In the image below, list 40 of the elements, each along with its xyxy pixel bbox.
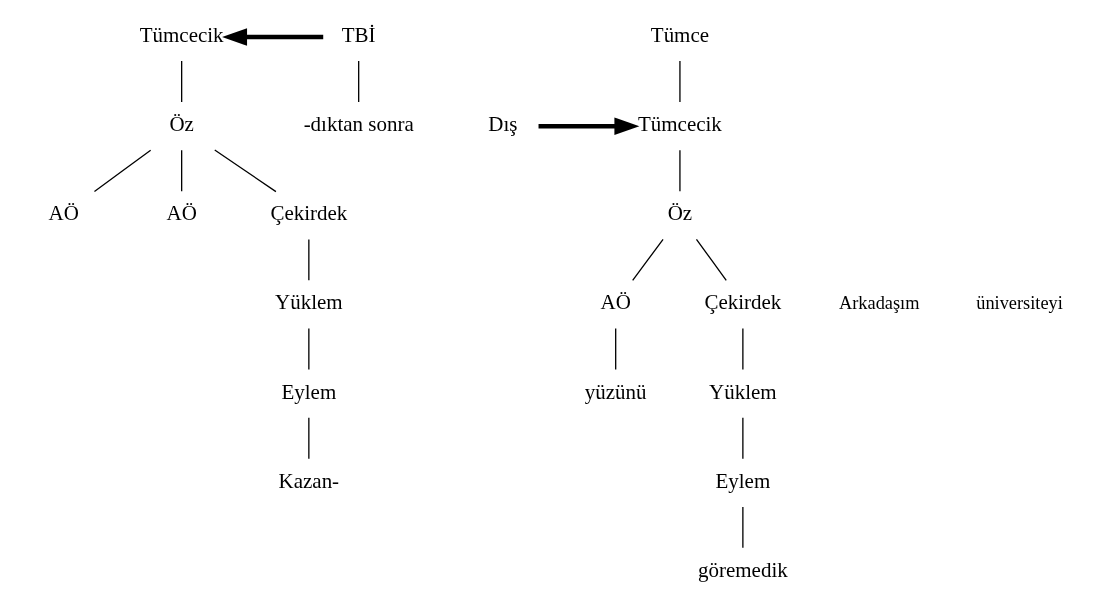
node-text: Yüklem	[708, 379, 777, 404]
node-text: göremedik	[697, 557, 788, 582]
node-text: -dıktan sonra	[303, 112, 414, 137]
label: üniversiteyi	[975, 293, 1063, 314]
node-text: TBİ	[341, 22, 376, 47]
connector	[741, 506, 744, 549]
node-text: AÖ	[48, 201, 79, 226]
connector	[307, 417, 309, 460]
connector	[213, 149, 277, 193]
connector	[741, 327, 744, 371]
connector	[93, 149, 151, 193]
node-text: Öz	[168, 112, 194, 137]
node-text: Çekirdek	[703, 290, 781, 315]
connector	[631, 238, 664, 281]
node-text: Öz	[667, 201, 692, 226]
connector	[180, 149, 182, 192]
node-text: Eylem	[280, 379, 336, 404]
connector	[180, 60, 182, 103]
node-text: AÖ	[600, 290, 631, 315]
arrow	[221, 28, 323, 46]
connector	[695, 238, 727, 281]
connector	[678, 149, 681, 192]
node-text: yüzünü	[584, 379, 647, 404]
node-text: Yüklem	[274, 290, 343, 315]
node-text: Tümcecik	[139, 22, 224, 47]
node-text: Tümce	[650, 22, 709, 47]
connector	[357, 60, 359, 103]
connector	[614, 327, 616, 371]
arrow	[538, 117, 639, 135]
node-text: Eylem	[715, 468, 770, 493]
node-text: Tümcecik	[637, 112, 722, 137]
node-text: Dış	[487, 112, 517, 137]
label: Arkadaşım	[838, 293, 919, 314]
node-text: AÖ	[166, 201, 197, 226]
node-text: Çekirdek	[269, 201, 347, 226]
connector	[307, 327, 309, 371]
connector	[307, 238, 309, 281]
connector	[678, 60, 681, 103]
connector	[741, 417, 744, 460]
node-text: Kazan-	[278, 468, 339, 493]
